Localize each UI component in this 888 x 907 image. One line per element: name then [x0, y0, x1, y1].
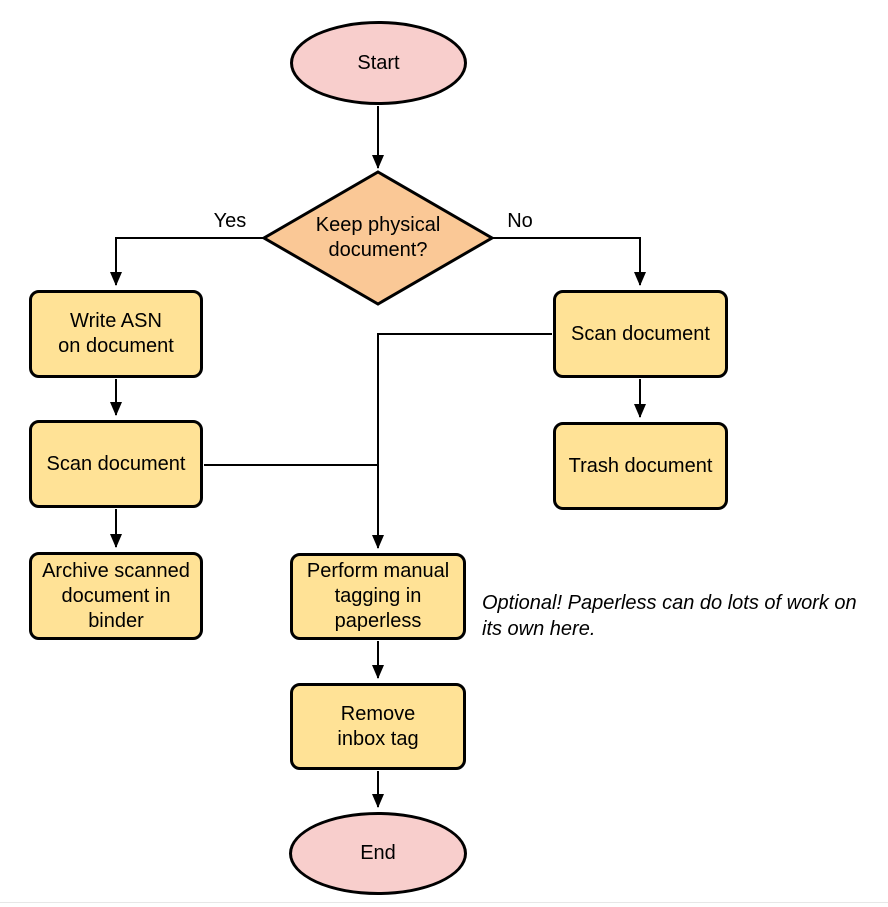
- decision-node-label: Keep physical document?: [315, 214, 441, 261]
- scan-document-left-node: Scan document: [29, 420, 203, 508]
- edge-decision-yes-to-write-asn: [110, 237, 264, 286]
- decision-node: Keep physical document?: [268, 196, 488, 280]
- note-text: Optional! Paperless can do lots of work …: [482, 592, 857, 640]
- scan-document-left-node-label: Scan document: [46, 452, 186, 475]
- archive-node: Archive scanned document in binder: [29, 552, 203, 640]
- start-node-label: Start: [357, 51, 400, 74]
- tagging-node: Perform manual tagging in paperless: [290, 553, 466, 640]
- end-node: End: [289, 812, 467, 895]
- edge-decision-no-to-scan-right: [493, 237, 646, 286]
- end-node-label: End: [360, 842, 396, 864]
- archive-node-label: Archive scanned document in binder: [42, 559, 190, 632]
- write-asn-node: Write ASN on document: [29, 290, 203, 378]
- start-node: Start: [290, 21, 467, 105]
- trash-node: Trash document: [553, 422, 728, 510]
- bottom-divider: [0, 902, 888, 903]
- remove-inbox-tag-node: Remove inbox tag: [290, 683, 466, 770]
- scan-document-right-node-label: Scan document: [571, 322, 710, 345]
- tagging-node-label: Perform manual tagging in paperless: [306, 560, 450, 632]
- remove-inbox-tag-node-label: Remove inbox tag: [337, 702, 419, 750]
- edge-label-no: No: [497, 209, 543, 233]
- decision-diamond-shape: [261, 170, 495, 306]
- write-asn-node-label: Write ASN on document: [58, 310, 174, 357]
- edge-scan-right-to-tagging: [372, 333, 552, 549]
- scan-document-right-node: Scan document: [553, 290, 728, 378]
- edge-label-yes: Yes: [206, 209, 254, 233]
- trash-node-label: Trash document: [568, 454, 713, 477]
